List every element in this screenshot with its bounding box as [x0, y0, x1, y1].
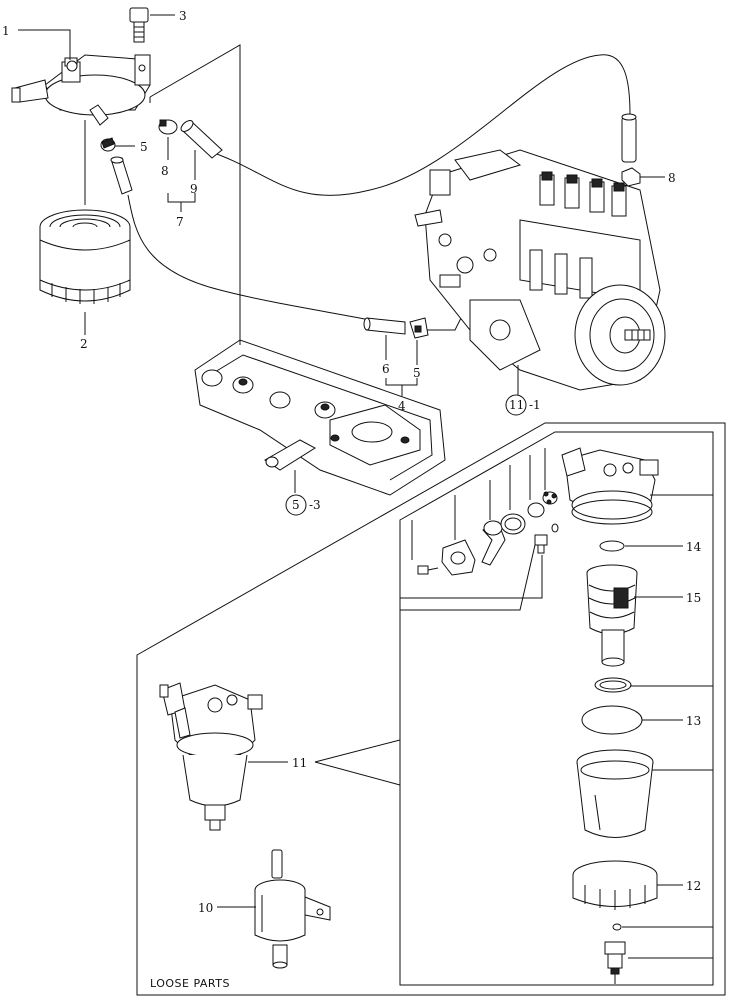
callout-14: 14: [686, 540, 702, 554]
water-sensor: [604, 941, 626, 984]
assembly-bracket-line: [622, 494, 713, 959]
hose-6: [363, 317, 406, 335]
screw-small: [417, 565, 439, 575]
filter-head-loose: [561, 447, 659, 525]
callout-5-pump: 5: [413, 366, 421, 380]
callout-4: 4: [398, 399, 406, 413]
hose-short: [110, 156, 133, 195]
callout-11: 11: [292, 756, 307, 770]
routing-line-a: [149, 44, 241, 345]
o-ring-14: [599, 540, 625, 552]
fuel-line-upper: [204, 54, 631, 196]
fuel-filter-head: [11, 54, 151, 126]
hose-9: [180, 120, 223, 159]
callout-5-number: 5: [292, 498, 300, 512]
ring-nut-12: [572, 860, 658, 910]
bolt: [129, 7, 149, 43]
callout-1: 1: [2, 24, 10, 38]
callout-11-suffix: -1: [529, 398, 541, 412]
gasket-plate: [441, 539, 476, 576]
loose-parts-inner-box: [399, 431, 714, 986]
fuel-pump-10: [254, 849, 331, 969]
clamp-5-pump: [409, 317, 429, 339]
callout-6: 6: [382, 362, 390, 376]
callout-11-number: 11: [509, 398, 524, 412]
o-ring-small: [527, 502, 545, 518]
filter-bowl: [576, 749, 654, 838]
washer-set: [542, 491, 558, 505]
clamp-upper: [100, 137, 116, 152]
filter-assembly-11: [159, 682, 263, 831]
filter-element-15: [586, 564, 638, 667]
callout-3: 3: [179, 9, 187, 23]
callout-8-right: 8: [668, 171, 676, 185]
callout-2: 2: [80, 337, 88, 351]
callout-9: 9: [190, 182, 198, 196]
o-ring-13: [581, 705, 643, 735]
callout-12: 12: [686, 879, 701, 893]
leader-lines: [18, 14, 683, 908]
callout-5-suffix: -3: [309, 498, 321, 512]
tiny-o-ring: [551, 523, 559, 533]
ring-under-element: [594, 677, 632, 693]
clamp-8-right: [621, 167, 641, 187]
mounting-bracket: [194, 339, 446, 496]
callout-5-circled: 5 -3: [285, 494, 321, 516]
injection-pump: [414, 149, 666, 391]
bleed-screw: [534, 534, 548, 554]
loose-parts-box: [136, 422, 726, 996]
loose-parts-label: LOOSE PARTS: [150, 977, 230, 990]
callout-7: 7: [176, 215, 184, 229]
o-ring-large: [500, 513, 526, 535]
callout-8-left: 8: [161, 164, 169, 178]
callout-13: 13: [686, 714, 701, 728]
callout-5-upper: 5: [140, 140, 148, 154]
lever: [481, 520, 506, 566]
clamp-8-upper: [158, 119, 178, 135]
callout-10: 10: [198, 901, 213, 915]
callout-15: 15: [686, 591, 701, 605]
small-parts-row: [400, 448, 559, 611]
filter-cartridge: [39, 209, 131, 304]
hose-upper-right: [621, 113, 637, 163]
callout-11-circled: 11 -1: [505, 394, 541, 416]
fuel-line-lower: [127, 194, 371, 321]
o-ring-bottom: [612, 923, 622, 931]
